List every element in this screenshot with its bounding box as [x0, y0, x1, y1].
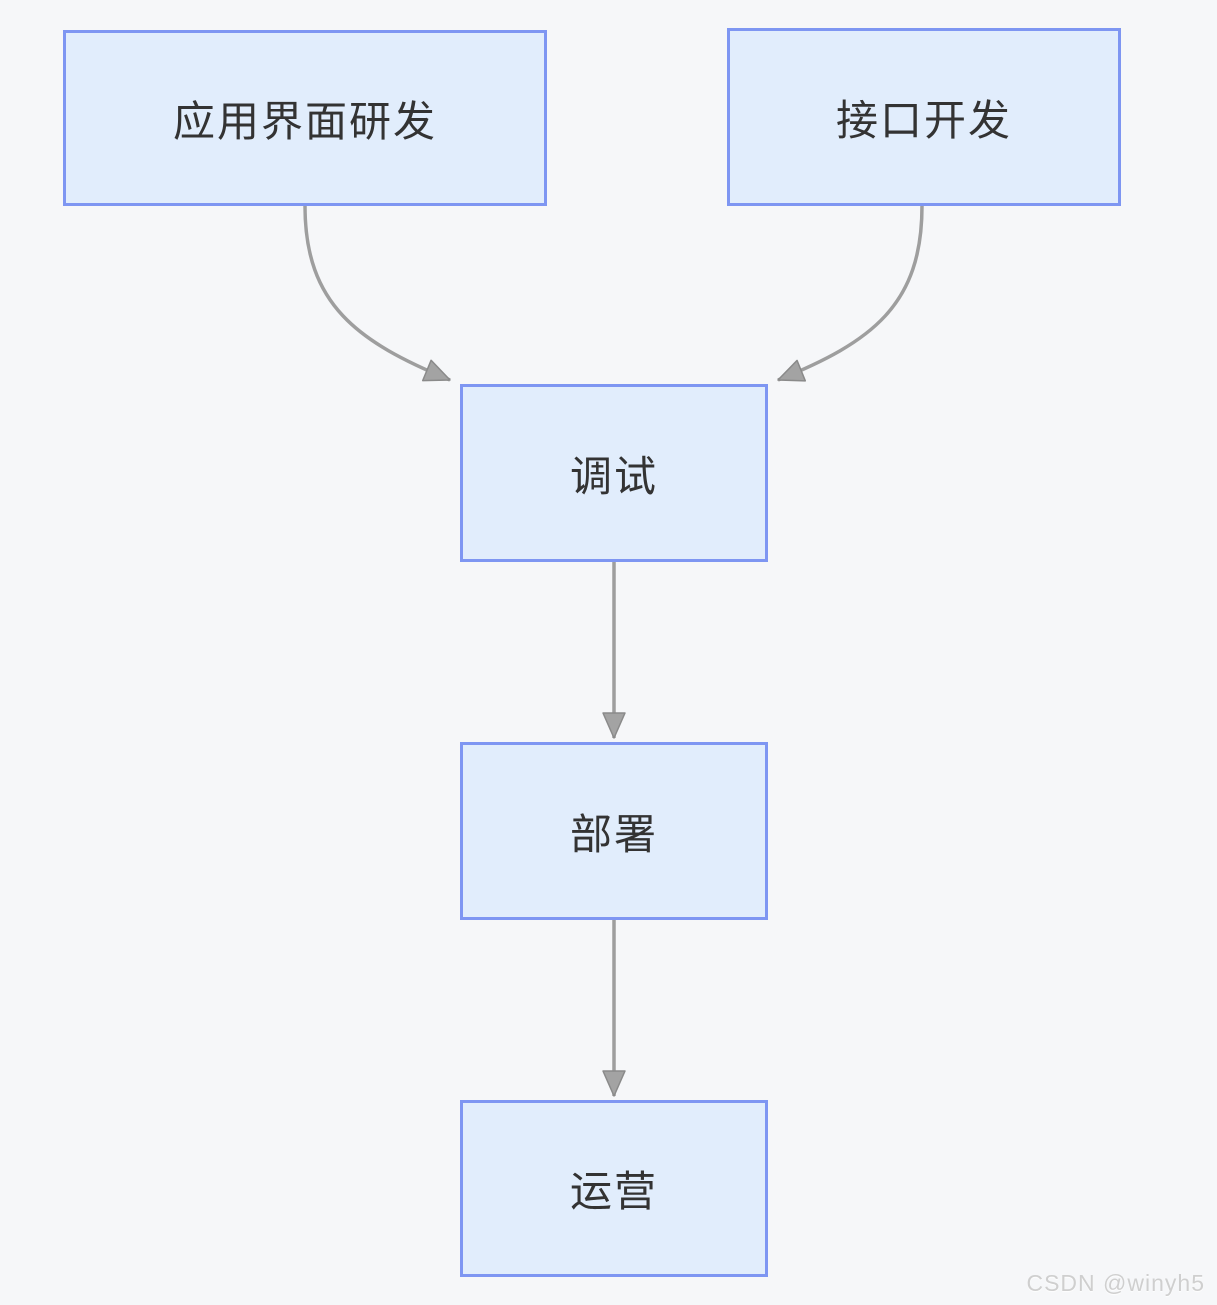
node-deploy: 部署	[460, 742, 768, 920]
watermark: CSDN @winyh5	[1026, 1270, 1205, 1296]
node-deploy-label: 部署	[569, 810, 658, 858]
node-operate: 运营	[460, 1100, 768, 1277]
node-debug: 调试	[460, 384, 768, 562]
node-ui-dev: 应用界面研发	[63, 30, 547, 206]
node-api-dev: 接口开发	[727, 28, 1121, 206]
node-ui-dev-label: 应用界面研发	[172, 97, 437, 145]
edge-ui-dev-to-debug	[303, 205, 451, 382]
edge-api-dev-to-debug	[777, 205, 924, 382]
node-api-dev-label: 接口开发	[835, 96, 1012, 144]
node-debug-label: 调试	[569, 452, 658, 500]
node-operate-label: 运营	[569, 1168, 658, 1215]
